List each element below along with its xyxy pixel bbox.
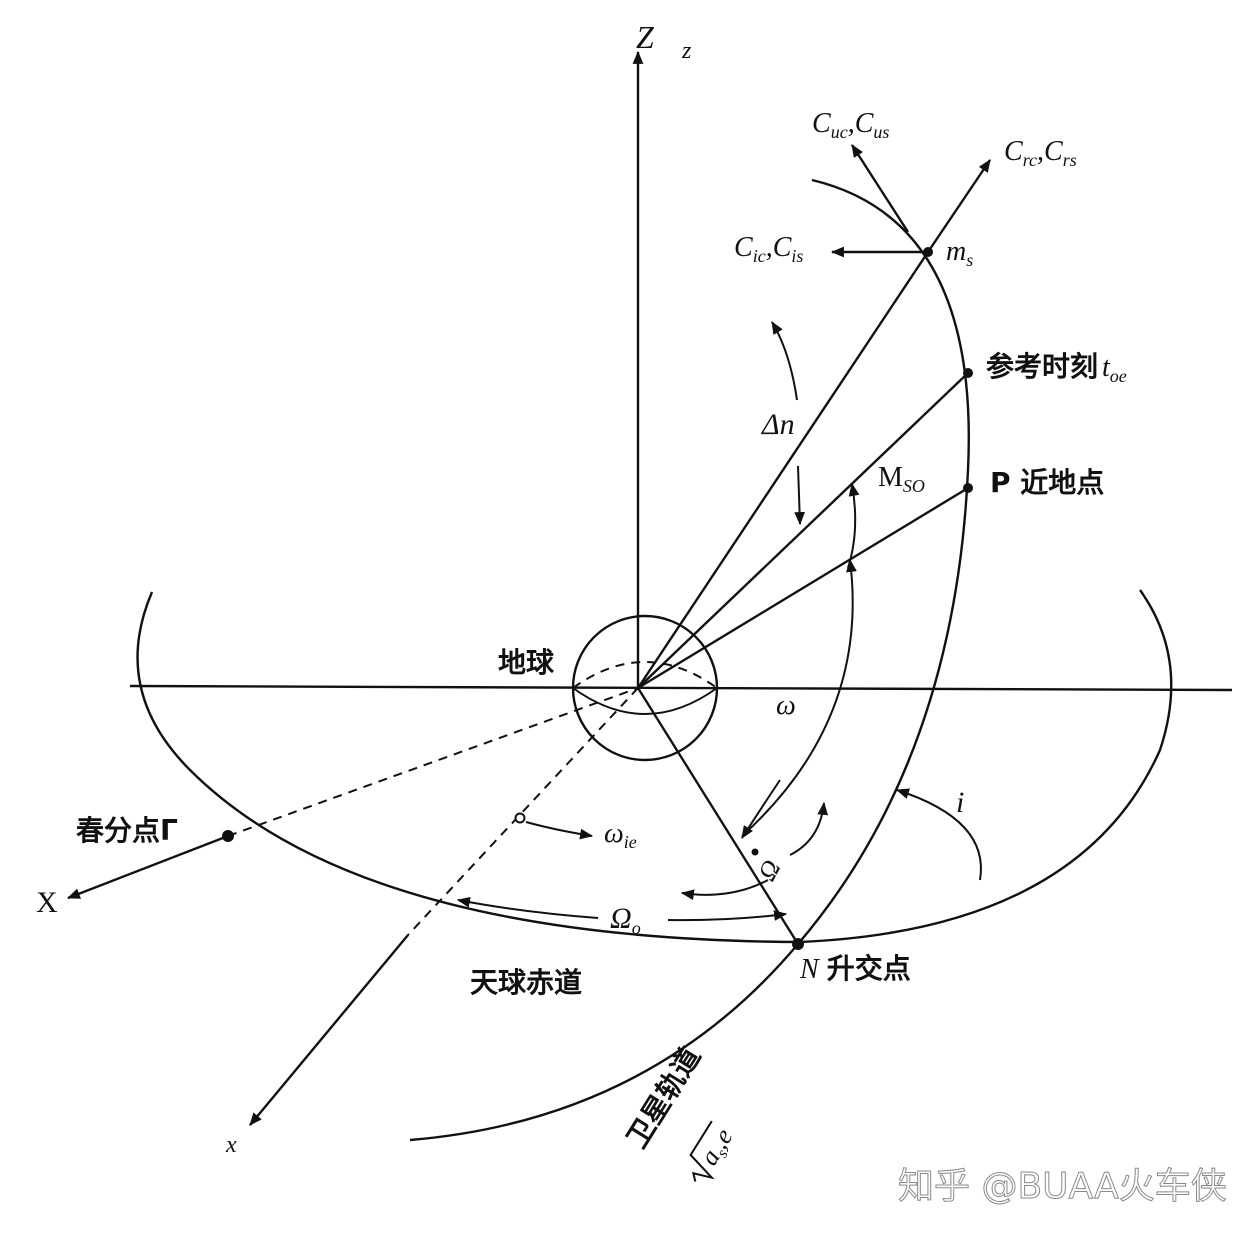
ray-to-perigee (637, 486, 969, 690)
Z-axis-label: Z (636, 19, 655, 55)
omega-arc-start (741, 779, 781, 839)
node-rate-arc-cw (680, 879, 769, 901)
ray-to-ref-time (637, 372, 969, 689)
orbit-params-label: as,e (689, 1120, 741, 1182)
z-axis-label: z (681, 38, 692, 64)
cic-cis-label: Cic,Cis (734, 232, 803, 266)
ref-time-point (963, 368, 973, 378)
omega-ie-arrow (525, 821, 594, 840)
orbit-params-text: as,e (694, 1123, 741, 1172)
node-rate-dot (751, 848, 759, 856)
watermark: 知乎 @BUAA火车侠 (898, 1166, 1227, 1207)
earth-rotation-pivot (514, 812, 526, 824)
celestial-equator-curve (136, 589, 1173, 944)
delta-n-label: Δn (761, 408, 795, 441)
omega-ie-label: ωie (604, 818, 637, 852)
delta-n-arrow-down (794, 465, 806, 526)
cuc-cus-label: Cuc,Cus (812, 108, 889, 142)
mso-label: MSO (878, 462, 925, 496)
vernal-equinox-point (222, 830, 234, 842)
x-axis-rotating (249, 934, 409, 1126)
ray-to-satellite (637, 251, 929, 689)
celestial-equator-label: 天球赤道 (470, 966, 582, 999)
node-rate-arc-ccw (789, 801, 829, 856)
Omega0-arc-right (667, 910, 788, 922)
vernal-equinox-label: 春分点Γ (76, 814, 178, 847)
inclination-arc (895, 788, 982, 881)
radial-vector (927, 159, 991, 253)
mso-arc (847, 482, 860, 569)
Omega0-arc-left (456, 896, 599, 919)
omega-arc (741, 558, 857, 837)
earth-equator-back (572, 661, 718, 689)
earth-equator-front (572, 687, 718, 715)
X-axis-label: X (36, 886, 58, 919)
ms-label: ms (946, 236, 973, 270)
satellite-point (923, 247, 933, 257)
x-axis-label: x (225, 1132, 237, 1158)
crc-crs-label: Crc,Crs (1004, 136, 1077, 170)
ascending-node-point (792, 938, 804, 950)
Omega0-label: Ωo (610, 902, 641, 938)
satellite-orbit-curve (409, 178, 970, 1142)
omega-label: ω (776, 690, 796, 721)
perigee-point (963, 483, 973, 493)
earth-label: 地球 (498, 646, 555, 679)
equator-plane-line (129, 684, 1233, 692)
along-track-vector (850, 144, 910, 233)
line-of-nodes (636, 687, 800, 945)
sqrt-symbol (689, 1120, 715, 1182)
x-axis-dashed (227, 687, 639, 837)
x-axis-rotating-dashed (407, 687, 639, 936)
delta-n-arrow-up (771, 321, 798, 401)
perigee-label: P 近地点 (990, 466, 1104, 499)
orbit-label: 卫星轨道 (620, 1041, 707, 1153)
x-axis-upper (66, 834, 229, 900)
inclination-label: i (956, 786, 964, 819)
